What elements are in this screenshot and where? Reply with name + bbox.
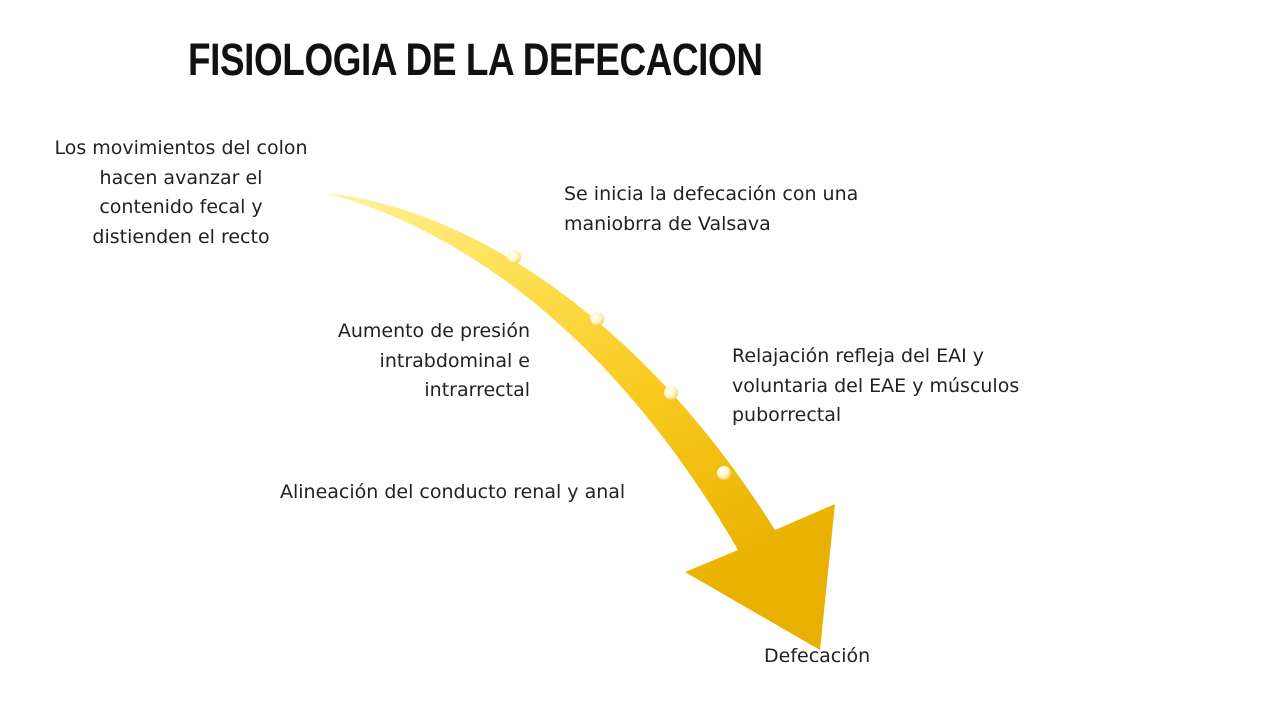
- result-label: Defecación: [764, 645, 871, 667]
- step-marker: [664, 386, 678, 400]
- step-marker: [507, 250, 521, 264]
- step-marker: [717, 466, 731, 480]
- step-label: Relajación refleja del EAI y voluntaria …: [732, 345, 1020, 426]
- step-label: Alineación del conducto renal y anal: [280, 481, 626, 503]
- step-label: Aumento de presión intrabdominal e intra…: [337, 320, 530, 401]
- arrow-body: [326, 193, 835, 650]
- step-label: Los movimientos del colon hacen avanzar …: [54, 137, 308, 248]
- slide-title: FISIOLOGIA DE LA DEFECACION: [188, 34, 763, 85]
- step-label: Se inicia la defecación con una maniobrr…: [564, 183, 859, 235]
- step-marker: [590, 312, 604, 326]
